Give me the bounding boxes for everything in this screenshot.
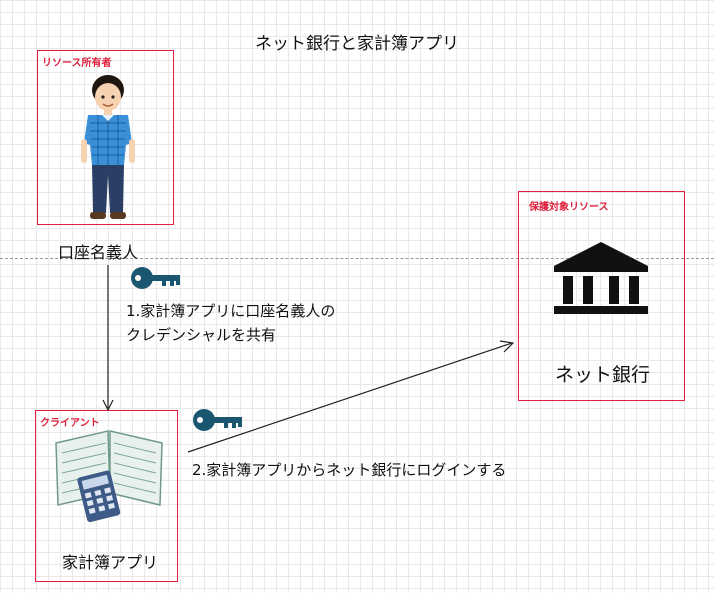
key-icon	[193, 409, 242, 431]
resource-owner-tag: リソース所有者	[42, 58, 112, 69]
step-1-line-1: 1.家計簿アプリに口座名義人の	[126, 302, 336, 320]
key-icon	[131, 267, 180, 289]
arrow-client-to-bank	[187, 342, 513, 453]
step-2-description: 2.家計簿アプリからネット銀行にログインする	[192, 461, 507, 479]
divider-line	[0, 258, 714, 259]
bank-icon	[554, 242, 648, 314]
resource-owner-caption: 口座名義人	[58, 243, 139, 262]
protected-resource-box[interactable]: 保護対象リソース ネット銀行	[518, 191, 685, 401]
step-1-description: 1.家計簿アプリに口座名義人の クレデンシャルを共有	[126, 299, 335, 347]
client-tag: クライアント	[40, 418, 100, 429]
protected-resource-tag: 保護対象リソース	[529, 202, 609, 213]
resource-owner-box[interactable]: リソース所有者	[37, 50, 174, 225]
protected-resource-caption: ネット銀行	[554, 364, 650, 386]
step-1-line-2: クレデンシャルを共有	[126, 326, 277, 344]
client-caption: 家計簿アプリ	[62, 553, 159, 572]
arrow-client-to-bank-head	[499, 340, 515, 353]
client-box[interactable]: クライアント 家計簿アプリ	[35, 410, 178, 582]
diagram-title: ネット銀行と家計簿アプリ	[255, 34, 459, 54]
account-book-calculator-icon	[55, 430, 163, 523]
arrow-owner-to-client-head	[102, 399, 114, 412]
person-icon	[81, 75, 135, 219]
